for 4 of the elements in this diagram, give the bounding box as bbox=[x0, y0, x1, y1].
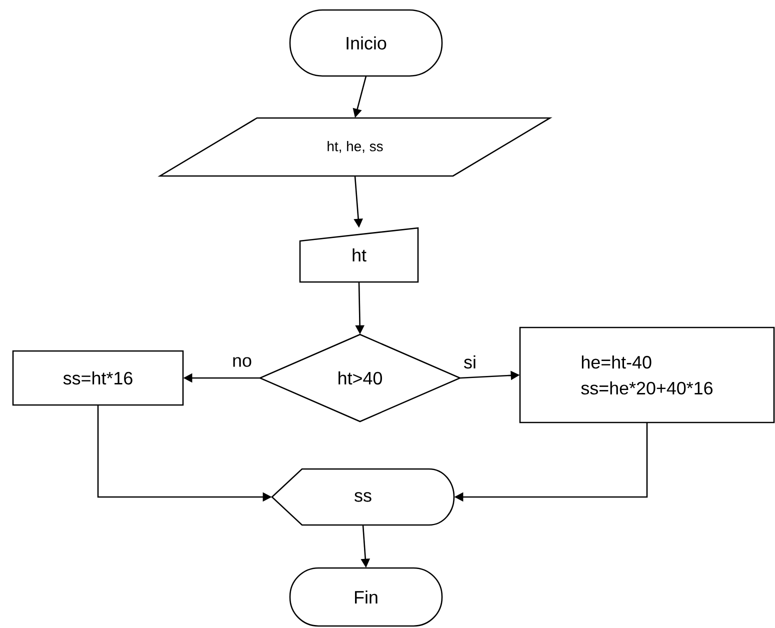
process-box: he=ht-40 ss=he*20+40*16 bbox=[519, 326, 775, 424]
edge-label: si bbox=[462, 354, 478, 370]
process-box: ss=ht*16 bbox=[12, 350, 184, 406]
edge-label: no bbox=[231, 356, 253, 368]
